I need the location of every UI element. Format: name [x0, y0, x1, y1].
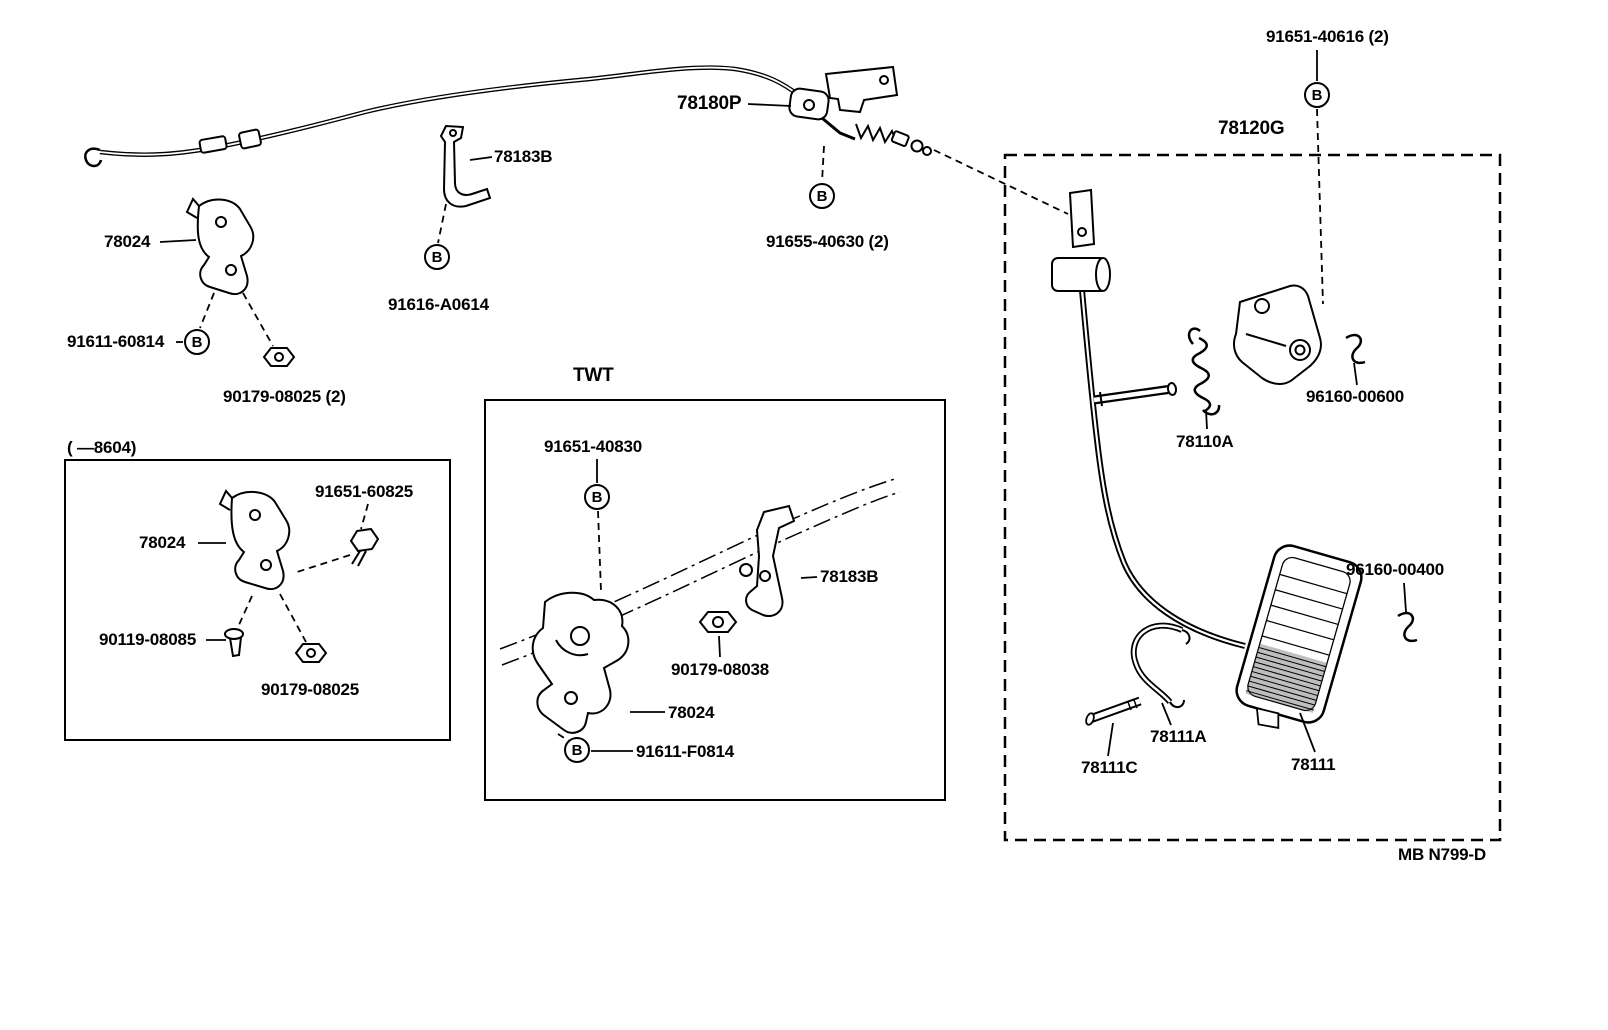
assembly-dashed-lines — [199, 108, 1324, 742]
clip-78111A — [1130, 622, 1191, 708]
twt-variant-box — [484, 399, 946, 801]
part-label-78111C: 78111C — [1081, 758, 1138, 777]
b-fastener-marker-4: B — [184, 329, 210, 355]
return-spring-78110A — [1187, 327, 1221, 416]
part-label-91616-A0614: 91616-A0614 — [388, 295, 489, 314]
part-label-91611-F0814: 91611-F0814 — [636, 742, 734, 761]
part-label-78180P: 78180P — [677, 93, 742, 114]
part-label-91651-60825: 91651-60825 — [315, 482, 414, 501]
part-label-91611-60814: 91611-60814 — [67, 332, 165, 351]
nut-90179-08025-left — [294, 643, 328, 663]
part-label-78110A: 78110A — [1176, 432, 1234, 451]
pivot-pin — [1093, 382, 1178, 407]
part-label-78111A: 78111A — [1150, 727, 1207, 746]
part-label-78024-mid: 78024 — [668, 703, 715, 722]
b-fastener-marker-1: B — [1304, 82, 1330, 108]
pedal-assembly-box-78120G — [1003, 153, 1502, 842]
throttle-cable — [84, 65, 802, 168]
pre8604-variant-box — [64, 459, 451, 741]
leader-lines — [159, 50, 1407, 757]
part-label-91655-40630: 91655-40630 (2) — [766, 232, 889, 251]
b-fastener-marker-2: B — [809, 183, 835, 209]
part-label-90179-08038: 90179-08038 — [671, 660, 770, 679]
bracket-78183B-top — [439, 124, 492, 208]
pedal-pad-78111 — [1235, 544, 1363, 730]
clamp-78024-mid — [531, 591, 630, 734]
pedal-mount-bracket — [1233, 284, 1322, 385]
part-label-91651-40830: 91651-40830 — [544, 437, 643, 456]
bracket-78024-left — [218, 489, 291, 590]
part-label-90179-08025: 90179-08025 — [261, 680, 360, 699]
part-label-78024-top: 78024 — [104, 232, 151, 251]
pin-78111C — [1085, 696, 1142, 726]
part-label-96160-00400: 96160-00400 — [1346, 560, 1445, 579]
pedal-rod — [1079, 289, 1246, 649]
screw-90119-08085 — [224, 628, 244, 658]
b-fastener-marker-3: B — [424, 244, 450, 270]
figure-code: MB N799-D — [1398, 845, 1486, 864]
nut-90179-08038 — [698, 611, 738, 633]
b-fastener-marker-6: B — [564, 737, 590, 763]
throttle-linkage-78180P — [788, 65, 932, 156]
bolt-91651-60825 — [349, 527, 380, 567]
b-fastener-marker-5: B — [584, 484, 610, 510]
clip-96160-00400 — [1397, 611, 1418, 643]
part-label-78183B-top: 78183B — [494, 147, 553, 166]
part-label-90119-08085: 90119-08085 — [99, 630, 197, 649]
part-label-91651-40616: 91651-40616 (2) — [1266, 27, 1389, 46]
variant-label-pre8604: ( —8604) — [67, 438, 137, 457]
bracket-78024-top — [185, 197, 255, 295]
part-label-78111: 78111 — [1291, 755, 1336, 774]
pedal-top-mount — [1051, 188, 1111, 292]
nut-90179-08025-top — [262, 347, 296, 367]
part-label-78183B-mid: 78183B — [820, 567, 879, 586]
bracket-78183B-mid — [739, 504, 796, 617]
part-label-90179-08025-2: 90179-08025 (2) — [223, 387, 346, 406]
clip-96160-00600 — [1345, 333, 1366, 365]
part-label-96160-00600: 96160-00600 — [1306, 387, 1405, 406]
variant-label-twt: TWT — [573, 365, 614, 386]
part-label-78120G: 78120G — [1218, 118, 1285, 139]
cable-ferrules — [198, 128, 262, 154]
part-label-78024-left: 78024 — [139, 533, 186, 552]
